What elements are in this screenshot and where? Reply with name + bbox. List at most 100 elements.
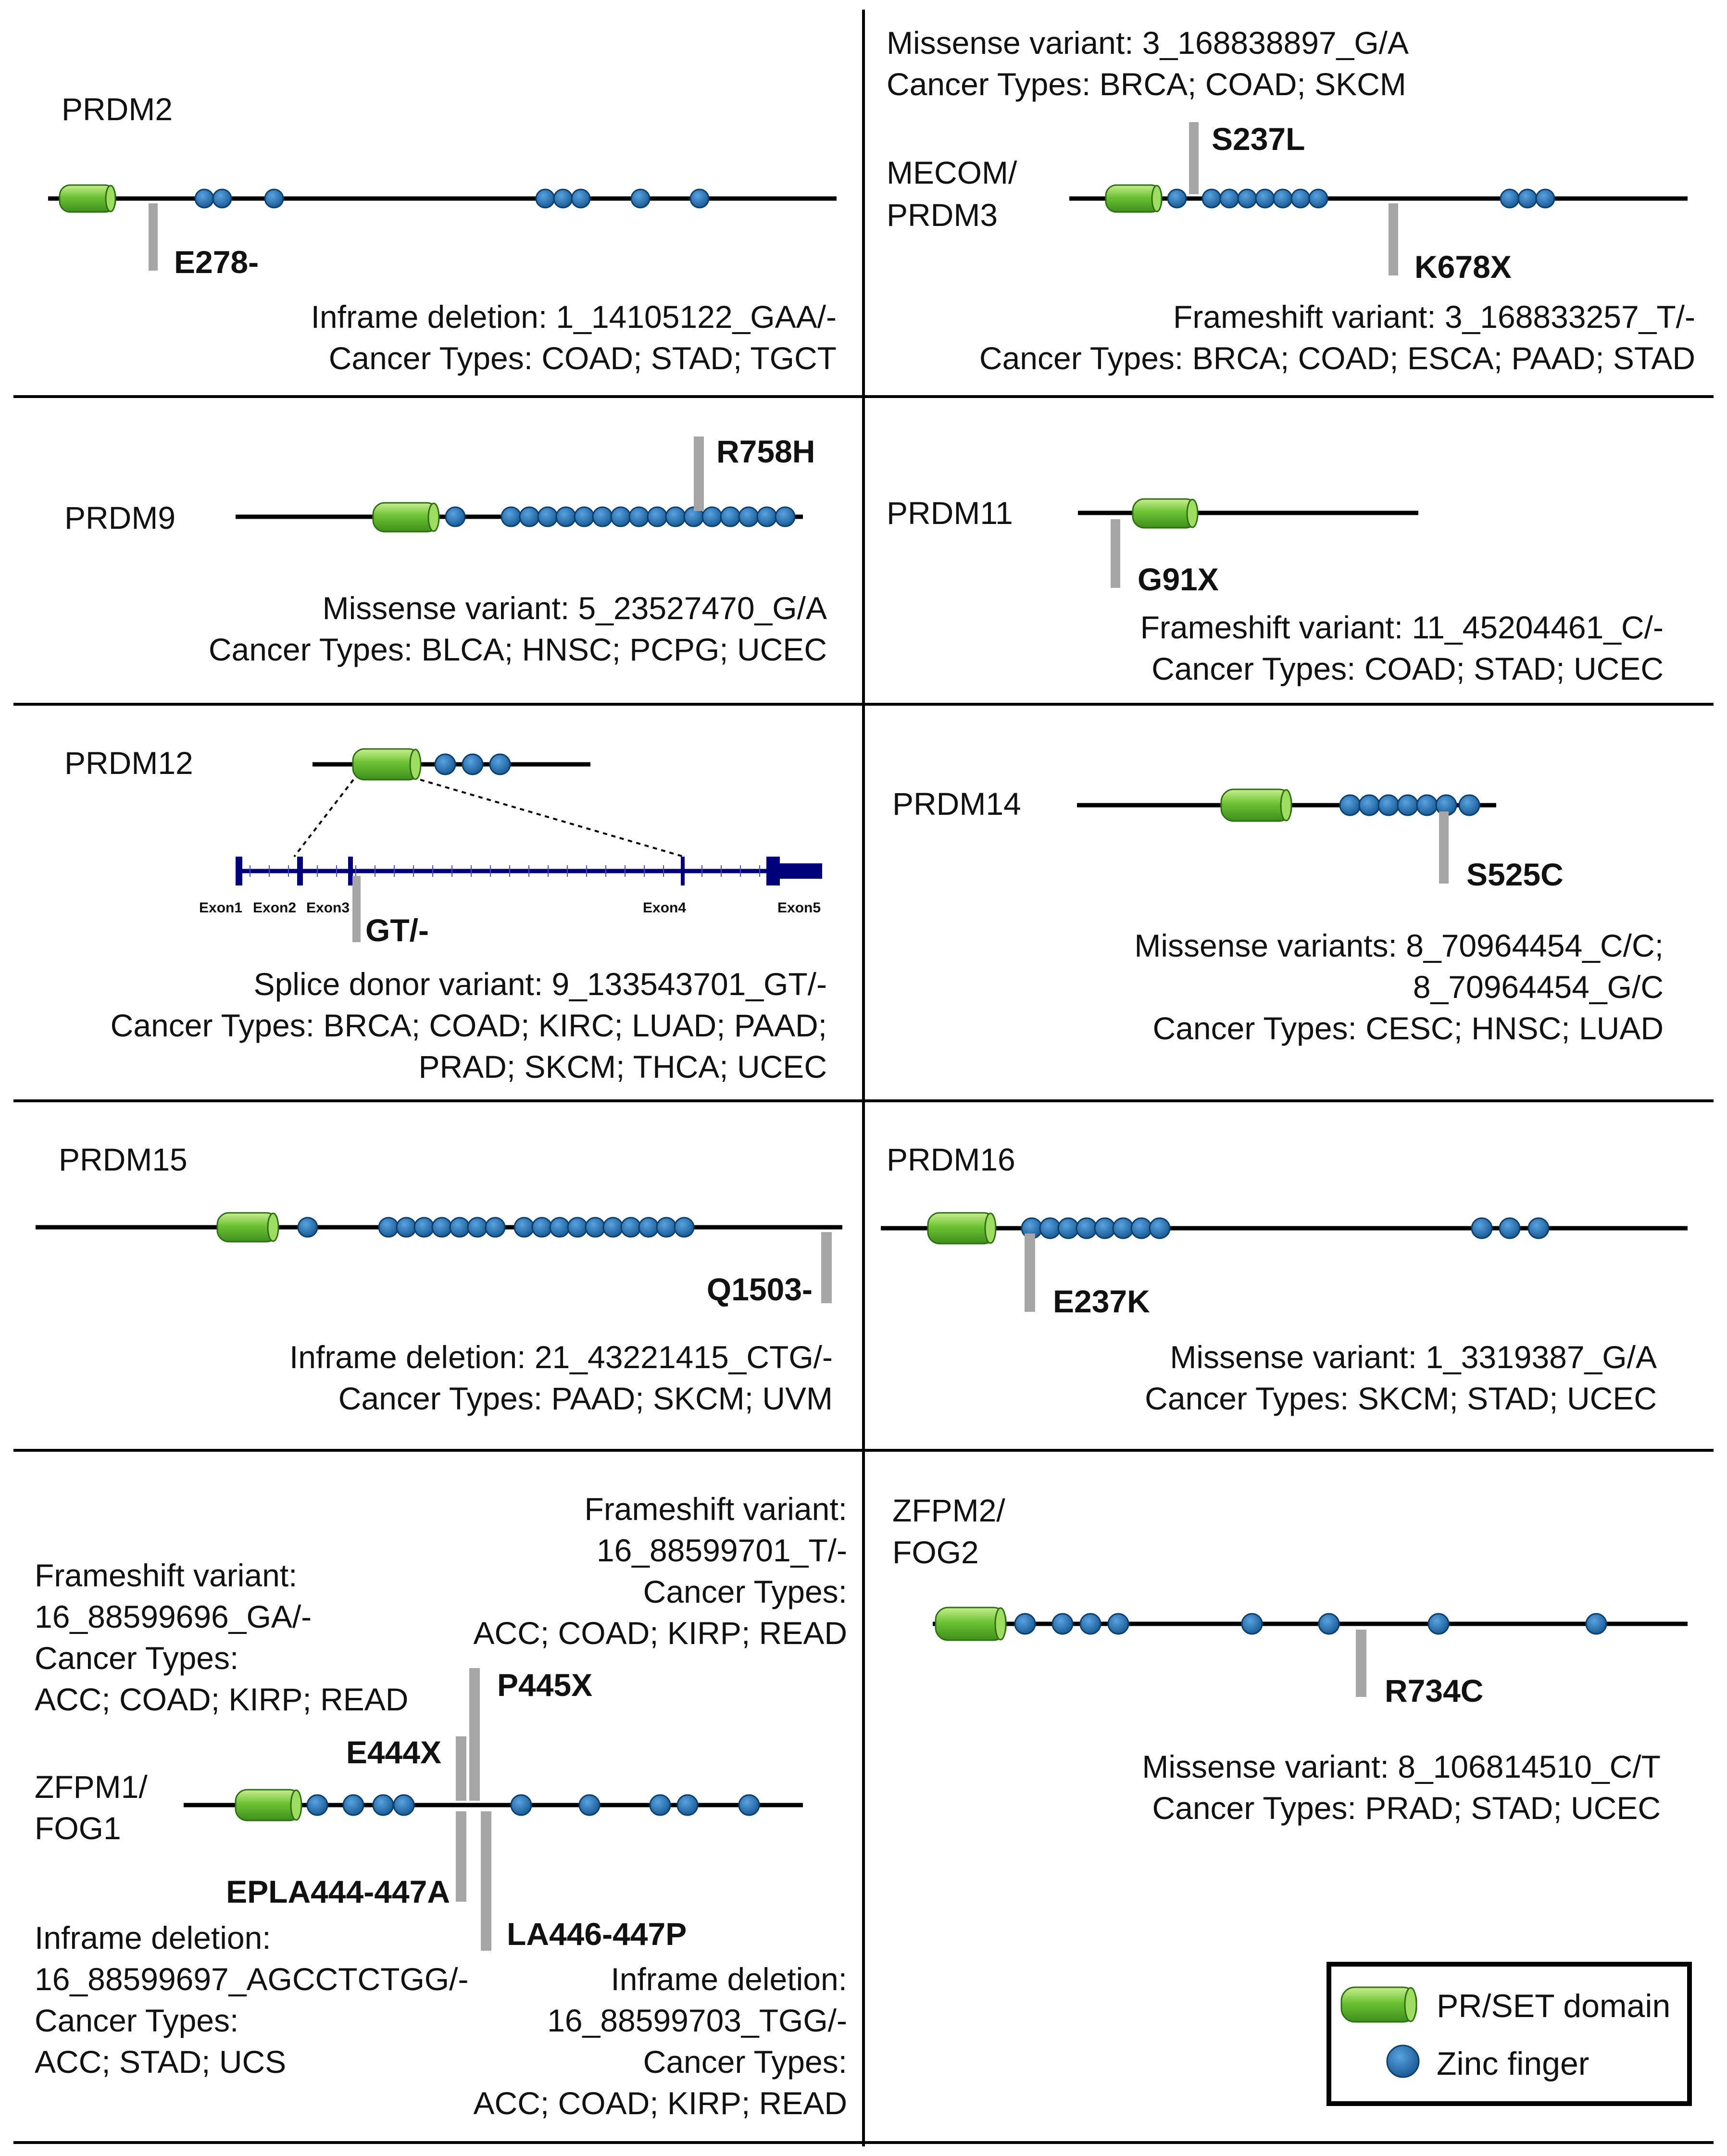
zinc-finger: [1130, 1217, 1152, 1239]
zinc-finger: [1057, 1217, 1079, 1239]
zinc-finger: [194, 188, 214, 209]
cancer-types: Cancer Types: SKCM; STAD; UCEC: [1145, 1381, 1657, 1416]
zinc-finger: [537, 506, 558, 527]
zinc-finger: [1471, 1217, 1493, 1239]
zinc-finger: [1255, 188, 1275, 209]
gene-name-alias: FOG2: [892, 1534, 979, 1570]
zinc-finger: [1527, 1217, 1550, 1239]
mutation-bar: [469, 1668, 480, 1801]
mutation-label: Q1503-: [707, 1271, 813, 1307]
zinc-finger: [656, 1217, 677, 1238]
zinc-finger: [610, 506, 631, 527]
inframe-note-left: Cancer Types:: [35, 2003, 238, 2038]
zinc-finger: [393, 1794, 415, 1816]
frameshift-note-right: Frameshift variant:: [585, 1491, 848, 1527]
zinc-finger: [1079, 1613, 1101, 1635]
cancer-types: Cancer Types: PAAD; SKCM; UVM: [338, 1381, 833, 1416]
legend-zinc-finger-label: Zinc finger: [1437, 2045, 1589, 2082]
zinc-finger: [1219, 188, 1239, 209]
zinc-finger: [585, 1217, 606, 1238]
cancer-types: Cancer Types: PRAD; STAD; UCEC: [1152, 1790, 1661, 1826]
panel-zfpm1: Frameshift variant: 16_88599696_GA/- Can…: [35, 1491, 847, 2121]
zinc-finger: [1358, 794, 1380, 816]
zinc-finger: [485, 1217, 506, 1238]
frameshift-note-right: Cancer Types:: [643, 1574, 847, 1609]
exon-block: [297, 857, 303, 885]
zinc-finger: [1237, 188, 1257, 209]
zinc-finger: [638, 1217, 659, 1238]
gene-name: PRDM15: [59, 1142, 188, 1177]
mutation-bar: [352, 876, 361, 942]
variant-description: Missense variants: 8_70964454_C/C;: [1134, 928, 1664, 963]
cancer-types: Cancer Types: COAD; STAD; TGCT: [329, 340, 837, 376]
exon-block: [780, 863, 822, 879]
zinc-finger: [775, 506, 796, 527]
cancer-types-cont: PRAD; SKCM; THCA; UCEC: [418, 1049, 827, 1084]
zinc-finger: [1149, 1217, 1171, 1239]
inframe-note-left: Inframe deletion:: [35, 1920, 271, 1956]
legend: PR/SET domain Zinc finger: [1327, 1962, 1692, 2106]
zinc-finger: [1585, 1613, 1607, 1635]
mutation-bar: [1356, 1630, 1366, 1697]
zinc-finger: [647, 506, 668, 527]
mutation-bar: [1439, 811, 1449, 884]
exon-label: Exon5: [777, 900, 821, 916]
pr-set-domain: [927, 1212, 997, 1245]
panel-prdm3: Missense variant: 3_168838897_G/A Cancer…: [887, 25, 1695, 376]
pr-set-domain: [352, 748, 422, 781]
zinc-finger: [738, 506, 759, 527]
panel-grid: [13, 10, 1714, 2146]
frameshift-note-left: Frameshift variant:: [35, 1558, 298, 1593]
pr-set-domain: [935, 1607, 1007, 1641]
zinc-fingers: [434, 753, 511, 775]
gene-name: PRDM14: [892, 786, 1021, 822]
zinc-finger: [1458, 794, 1480, 816]
zinc-finger: [413, 1217, 435, 1238]
zinc-finger: [701, 506, 723, 527]
zinc-finger: [665, 506, 686, 527]
mutation-label: GT/-: [365, 912, 429, 948]
inframe-note-right: 16_88599703_TGG/-: [547, 2003, 847, 2038]
mutation-bar: [481, 1811, 491, 1951]
exon-block: [236, 857, 242, 885]
mutation-label: E278-: [174, 244, 259, 280]
pr-set-domain: [1220, 788, 1292, 822]
zinc-finger: [519, 506, 540, 527]
zinc-finger: [434, 753, 456, 775]
zinc-finger: [1416, 794, 1438, 816]
zinc-fingers: [194, 188, 710, 209]
mutation-label: S525C: [1466, 857, 1564, 892]
zinc-fingers: [1014, 1613, 1607, 1635]
legend-pr-set-label: PR/SET domain: [1437, 1988, 1670, 2024]
zinc-finger: [567, 1217, 588, 1238]
zinc-fingers: [297, 1217, 695, 1238]
exon-block: [766, 857, 780, 885]
mutation-label: K678X: [1414, 249, 1512, 285]
zinc-finger: [372, 1794, 394, 1816]
zinc-finger: [445, 506, 466, 527]
zinc-finger: [306, 1794, 328, 1816]
variant-description: Missense variant: 1_3319387_G/A: [1170, 1339, 1657, 1375]
frameshift-note-right: ACC; COAD; KIRP; READ: [474, 1615, 847, 1651]
cancer-types: Cancer Types: COAD; STAD; UCEC: [1151, 651, 1664, 686]
zinc-finger: [1094, 1217, 1116, 1239]
zinc-finger: [1535, 188, 1555, 209]
mutation-label: R734C: [1385, 1673, 1483, 1708]
zinc-fingers: [1167, 188, 1555, 209]
cancer-types: Cancer Types: BRCA; COAD; SKCM: [887, 66, 1406, 102]
zinc-fingers: [1021, 1217, 1550, 1239]
inframe-note-right: Inframe deletion:: [611, 1961, 847, 1997]
zinc-finger: [513, 1217, 535, 1238]
gene-name: PRDM9: [64, 500, 175, 536]
exon-block: [681, 857, 685, 885]
zinc-finger: [1517, 188, 1538, 209]
zinc-finger: [1500, 188, 1520, 209]
mutation-bar: [1189, 122, 1199, 194]
panel-prdm12: PRDM12: [64, 745, 827, 1084]
exon-label: Exon1: [199, 900, 242, 916]
mutation-bar: [694, 436, 704, 511]
zinc-finger: [1241, 1613, 1263, 1635]
cancer-types: Cancer Types: BRCA; COAD; ESCA; PAAD; ST…: [979, 340, 1695, 376]
pr-set-domain: [235, 1789, 302, 1821]
